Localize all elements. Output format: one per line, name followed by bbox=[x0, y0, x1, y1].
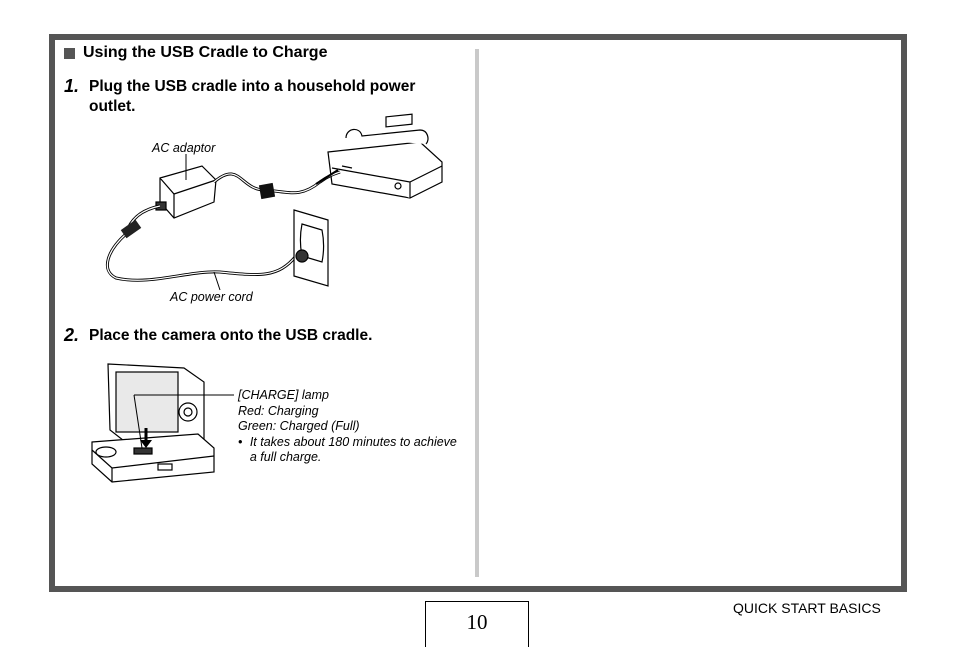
step-2: 2. Place the camera onto the USB cradle. bbox=[64, 325, 464, 346]
charge-time-text: It takes about 180 minutes to achieve a … bbox=[249, 434, 457, 465]
usb-cradle-icon bbox=[327, 113, 443, 199]
charge-red-label: Red: Charging bbox=[238, 403, 319, 418]
charge-time-note: • It takes about 180 minutes to achieve … bbox=[238, 435, 458, 466]
footer-section-label: QUICK START BASICS bbox=[733, 600, 881, 616]
ac-adaptor-icon bbox=[155, 165, 217, 219]
section-title: Using the USB Cradle to Charge bbox=[83, 44, 328, 61]
camera-on-cradle-illustration bbox=[91, 363, 234, 483]
step-2-number: 2. bbox=[64, 325, 80, 345]
column-divider bbox=[475, 49, 479, 577]
wall-outlet-icon bbox=[293, 209, 329, 287]
step-1-number: 1. bbox=[64, 76, 80, 96]
ac-power-cord-label: AC power cord bbox=[170, 290, 253, 304]
step-1: 1. Plug the USB cradle into a household … bbox=[64, 76, 464, 117]
charge-lamp-label: [CHARGE] lamp bbox=[238, 388, 329, 402]
ac-adaptor-label: AC adaptor bbox=[152, 141, 216, 155]
page-number: 10 bbox=[425, 601, 529, 647]
charge-green-label: Green: Charged (Full) bbox=[238, 419, 360, 433]
square-bullet-icon bbox=[64, 47, 75, 59]
step-2-text: Place the camera onto the USB cradle. bbox=[89, 327, 373, 344]
charge-lamp-callout: [CHARGE] lamp Red: Charging Green: Charg… bbox=[238, 388, 458, 466]
charge-lamp-indicator bbox=[133, 447, 153, 455]
bullet-icon: • bbox=[238, 434, 243, 449]
usb-cradle-outlet-illustration bbox=[105, 113, 443, 291]
step-1-text: Plug the USB cradle into a household pow… bbox=[89, 78, 416, 115]
section-heading: Using the USB Cradle to Charge bbox=[64, 44, 327, 62]
